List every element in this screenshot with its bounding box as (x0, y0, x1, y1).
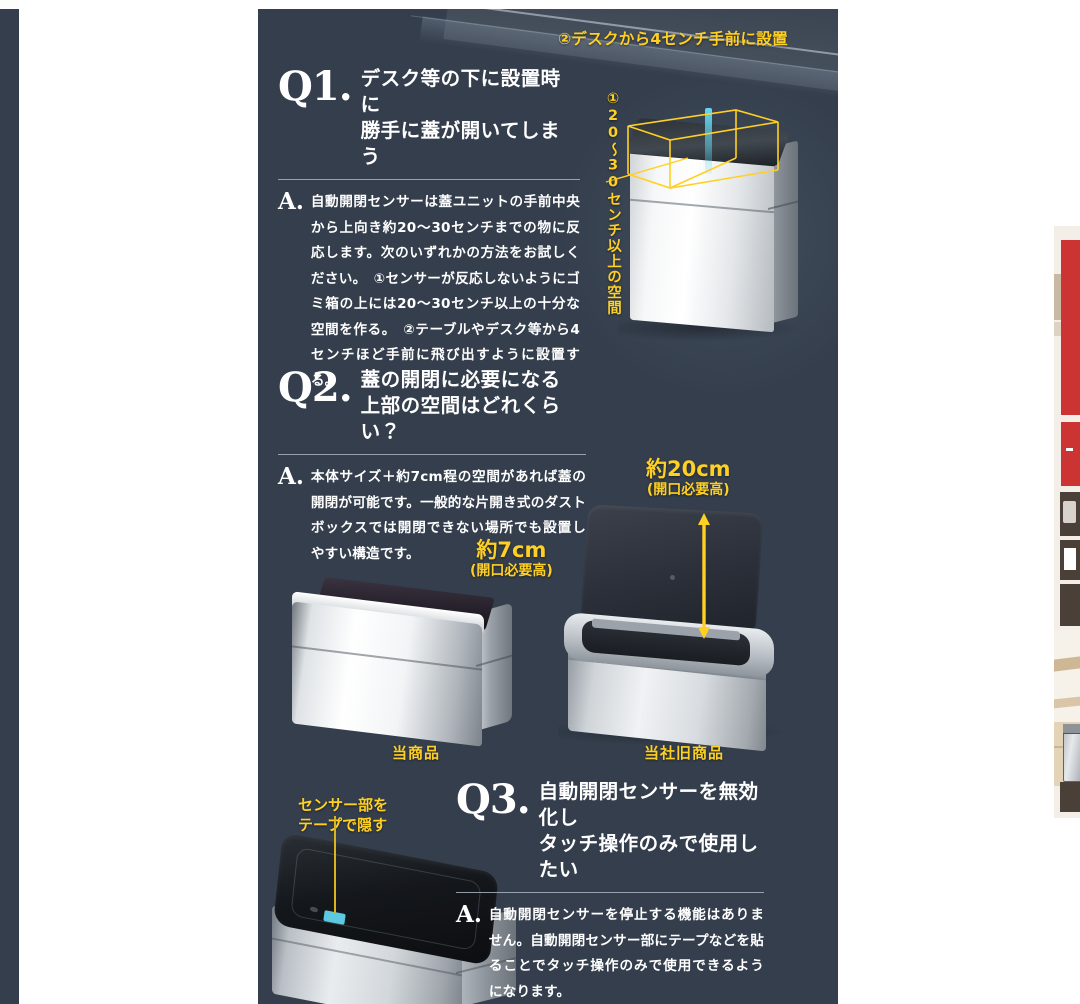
sliver-feature-box-3 (1060, 584, 1080, 626)
q3-sensor-note: センサー部を テープで隠す (298, 796, 389, 834)
q2-block: Q2. 蓋の開閉に必要になる 上部の空間はどれくらい？ A. 本体サイズ＋約7c… (278, 367, 586, 567)
q2-answer-text: 本体サイズ＋約7cm程の空間があれば蓋の開閉が可能です。一般的な片開き式のダスト… (310, 469, 586, 562)
sliver-beige-block (1054, 274, 1062, 320)
q3-block: Q3. 自動開閉センサーを無効化し タッチ操作のみで使用したい A. 自動開閉セ… (456, 779, 764, 1004)
sliver-room-wall (1054, 630, 1080, 726)
q2-old-product-illustration (558, 504, 818, 752)
q2-right-bin-lid (580, 504, 764, 630)
q2-right-measure-value: 約20cm (646, 457, 731, 481)
q2-left-measure-value: 約7cm (476, 538, 547, 562)
q2-left-caption: 当商品 (392, 744, 441, 762)
q1-answer-row: A. 自動開閉センサーは蓋ユニットの手前中央から上向き約20〜30センチまでの物… (278, 190, 580, 394)
q3-answer-row: A. 自動開閉センサーを停止する機能はありません。自動開閉センサー部にテープなど… (456, 903, 764, 1004)
q2-left-bin-body (292, 601, 482, 747)
q2-label: Q2. (278, 364, 353, 411)
right-adjacent-image-sliver[interactable] (1054, 226, 1080, 818)
q2-divider (278, 454, 586, 455)
q1-label: Q1. (278, 63, 353, 110)
q1-callout-top: ②デスクから4センチ手前に設置 (558, 30, 788, 48)
q3-answer-text: 自動開閉センサーを停止する機能はありません。自動開閉センサー部にテープなどを貼る… (488, 907, 764, 1000)
q3-answer-label: A. (456, 901, 482, 928)
q2-right-measure-note: (開口必要高) (646, 482, 730, 499)
sliver-feature-box-4 (1060, 782, 1080, 812)
left-edge-strip-cap (0, 0, 19, 9)
q1-answer-label: A. (278, 188, 304, 215)
q1-heading-row: Q1. デスク等の下に設置時に 勝手に蓋が開いてしまう (278, 66, 580, 170)
q2-left-measure: 約7cm (開口必要高) (470, 537, 553, 581)
sliver-feature-box-1-inner (1063, 501, 1076, 523)
q1-bin-illustration (605, 104, 808, 344)
q2-right-measure: 約20cm (開口必要高) (646, 456, 731, 500)
q3-heading-row: Q3. 自動開閉センサーを無効化し タッチ操作のみで使用したい (456, 779, 764, 883)
q2-answer-label: A. (278, 463, 304, 490)
q3-leader-line (334, 816, 336, 914)
sliver-red-banner (1061, 240, 1080, 415)
q2-heading-row: Q2. 蓋の開閉に必要になる 上部の空間はどれくらい？ (278, 367, 586, 445)
sliver-product-lid (1063, 724, 1080, 734)
q1-question-title: デスク等の下に設置時に 勝手に蓋が開いてしまう (360, 67, 561, 168)
sliver-feature-box-2-inner (1064, 548, 1076, 570)
q2-answer-row: A. 本体サイズ＋約7cm程の空間があれば蓋の開閉が可能です。一般的な片開き式の… (278, 465, 586, 567)
q3-label: Q3. (456, 776, 531, 823)
q3-bin-illustration (272, 816, 532, 1004)
q2-question-title: 蓋の開閉に必要になる 上部の空間はどれくらい？ (360, 368, 561, 443)
q3-divider (456, 892, 764, 893)
q3-question-title: 自動開閉センサーを無効化し タッチ操作のみで使用したい (538, 780, 759, 881)
q1-divider (278, 179, 580, 180)
q1-answer-text: 自動開閉センサーは蓋ユニットの手前中央から上向き約20〜30センチまでの物に反応… (310, 194, 580, 389)
sliver-beige-block-2 (1054, 322, 1062, 336)
sliver-red-banner-mark (1066, 448, 1073, 451)
q2-right-caption: 当社旧商品 (644, 744, 725, 762)
q2-current-product-illustration (280, 569, 530, 747)
faq-panel: ②デスクから4センチ手前に設置 ①20〜30センチ以上の空間 Q1. デスク等の… (258, 9, 838, 1004)
q2-right-bin-lid-knob (670, 575, 675, 580)
q1-callout-vertical: ①20〜30センチ以上の空間 (605, 91, 621, 316)
measure-arrow-20cm-icon (698, 513, 710, 639)
q2-left-measure-note: (開口必要高) (470, 563, 553, 580)
sliver-red-banner-2 (1061, 422, 1080, 486)
left-edge-strip (0, 0, 19, 1004)
q1-wireframe-box-icon (605, 109, 779, 189)
q1-block: Q1. デスク等の下に設置時に 勝手に蓋が開いてしまう A. 自動開閉センサーは… (278, 66, 580, 394)
sensor-beam-icon (705, 108, 712, 174)
